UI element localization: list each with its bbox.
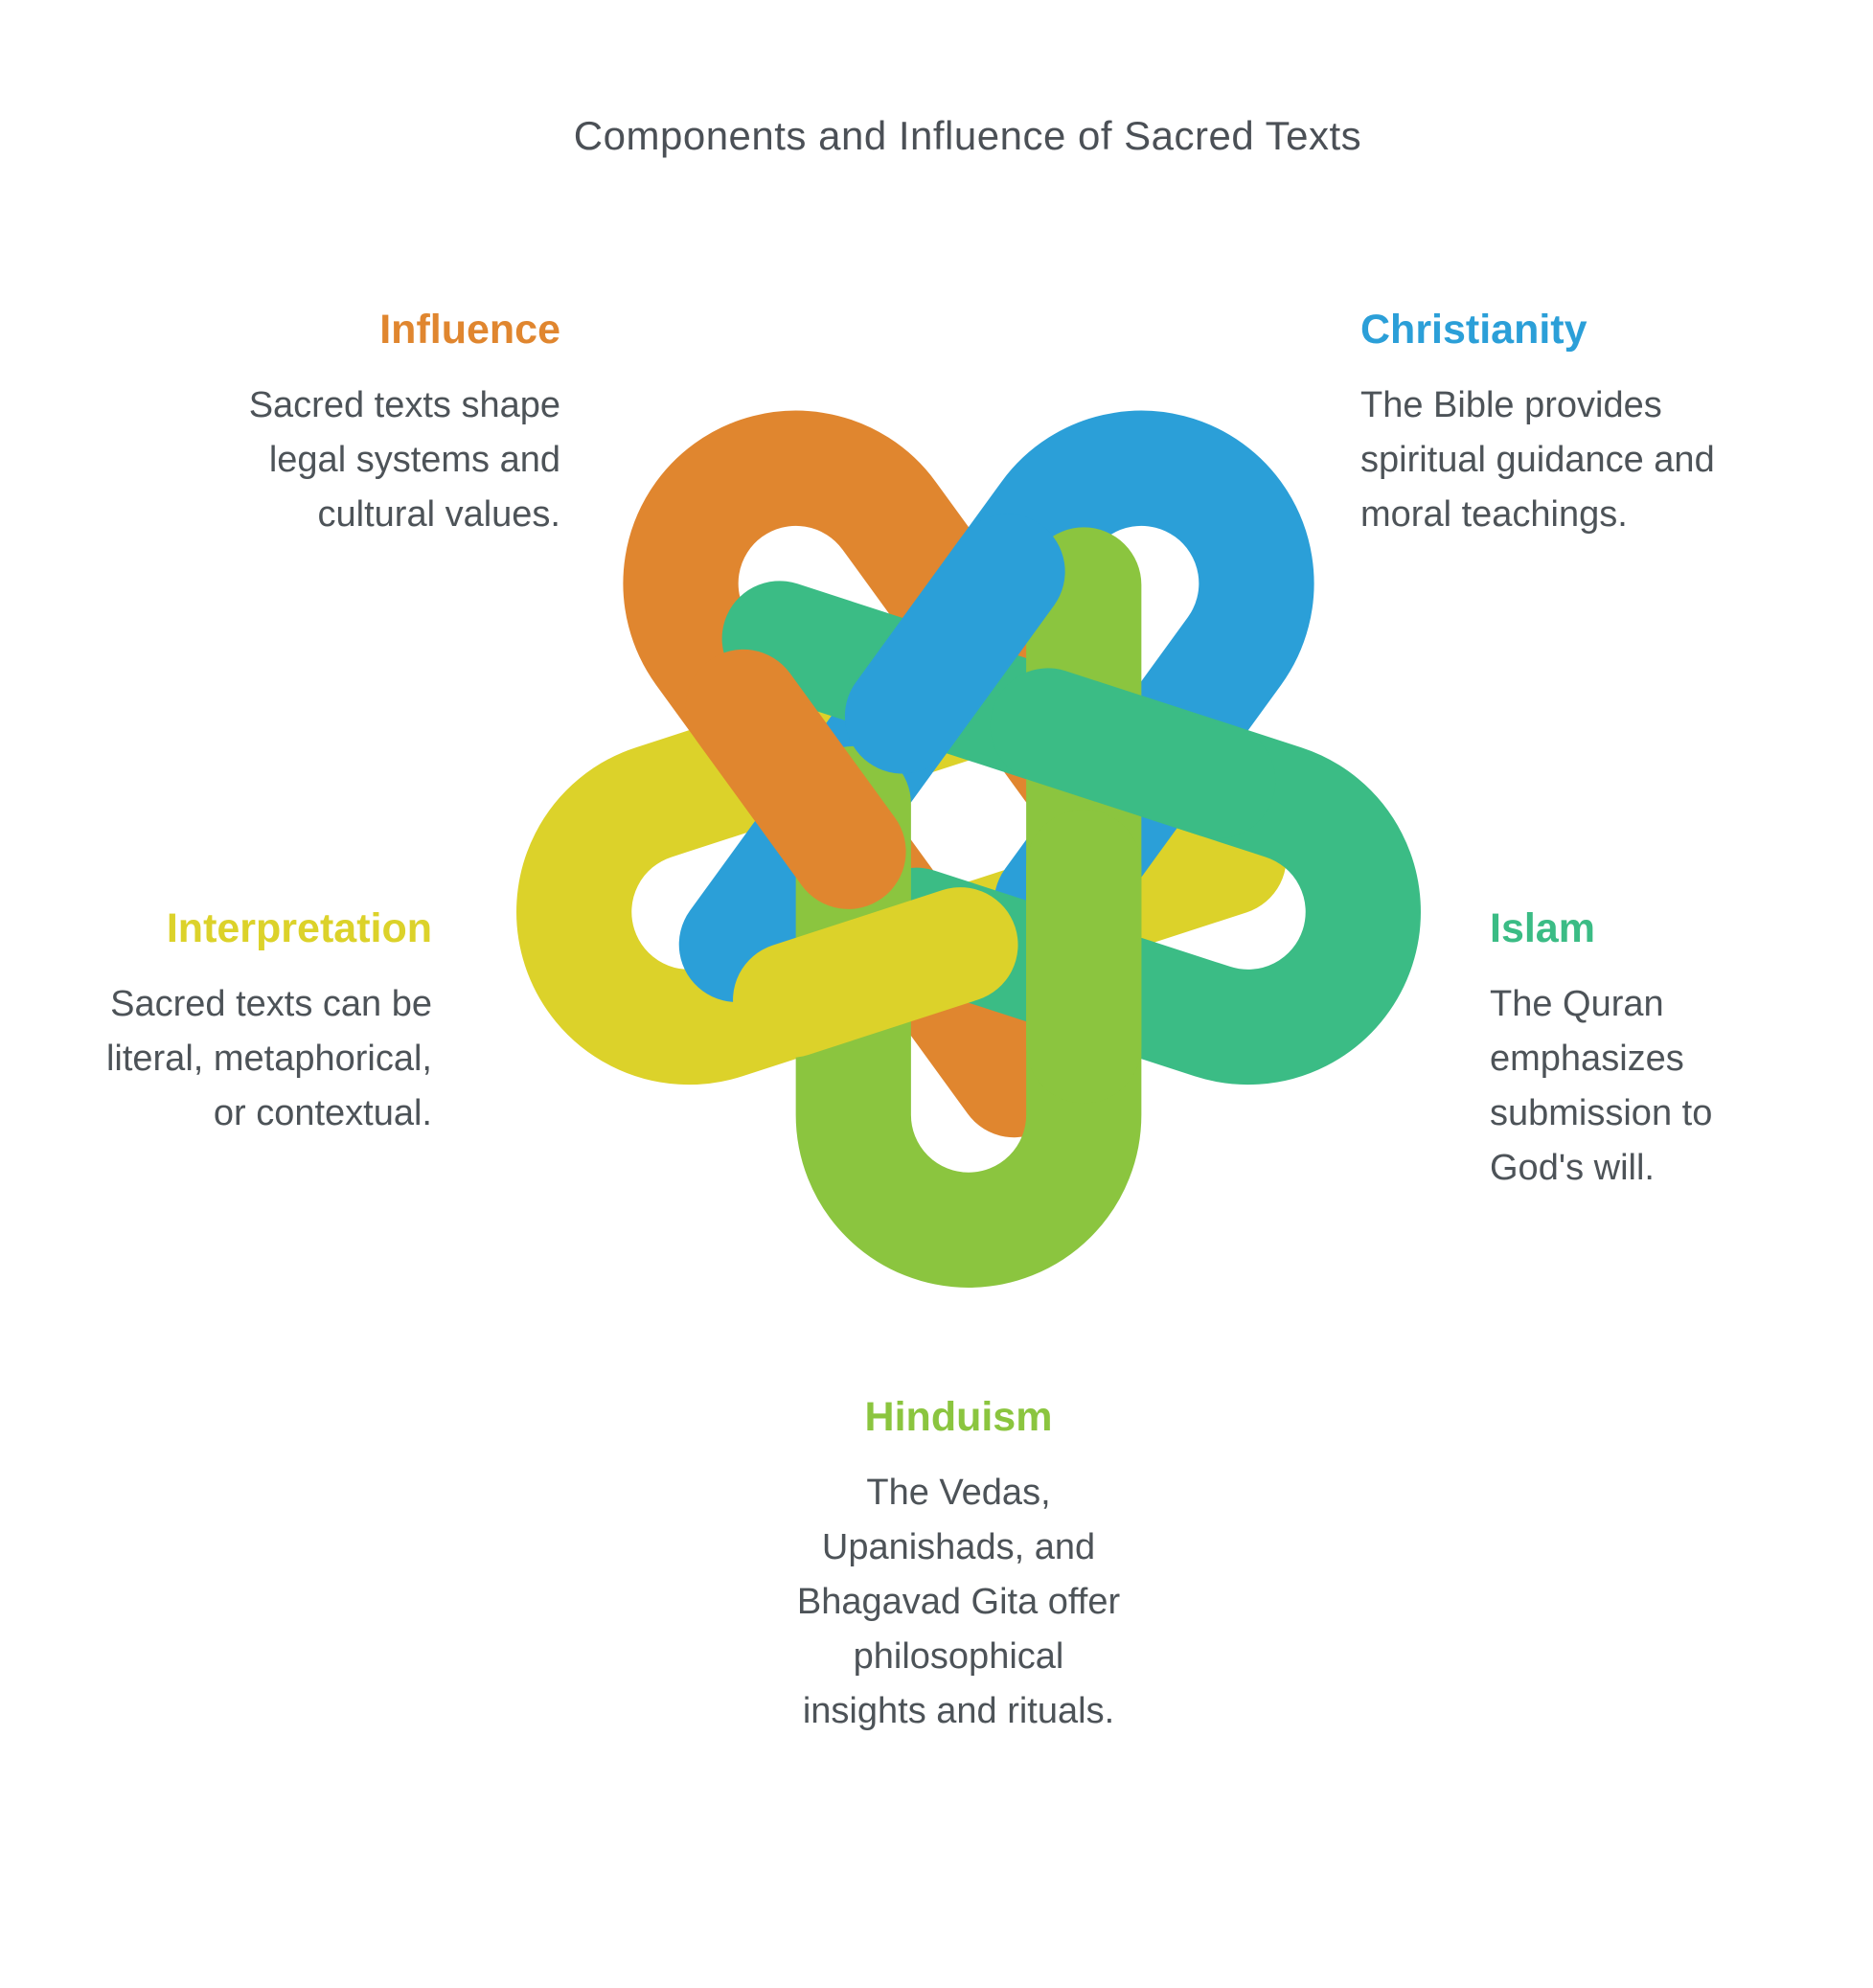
islam-text: The Quran emphasizes submission to God's…: [1490, 984, 1713, 1189]
interpretation-heading: Interpretation: [166, 905, 432, 951]
knot-loop-influence: [623, 410, 1130, 1138]
interpretation-section: Interpretation Sacred texts can be liter…: [102, 905, 432, 1141]
christianity-section: Christianity The Bible provides spiritua…: [1360, 307, 1772, 542]
knot-loop-hinduism: [795, 527, 1142, 1288]
knot-weave-patch-islam: [990, 668, 1276, 839]
influence-text: Sacred texts shape legal systems and cul…: [248, 385, 560, 536]
interpretation-text: Sacred texts can be literal, metaphorica…: [105, 984, 432, 1134]
christianity-heading: Christianity: [1360, 307, 1587, 353]
islam-heading: Islam: [1490, 905, 1595, 951]
hinduism-section: Hinduism The Vedas, Upanishads, and Bhag…: [793, 1394, 1124, 1739]
knot-weave-patch-interpretation: [733, 887, 1018, 1058]
page-title: Components and Influence of Sacred Texts: [573, 113, 1362, 158]
knot-loop-christianity: [678, 410, 1314, 1002]
hinduism-text: The Vedas, Upanishads, and Bhagavad Gita…: [796, 1473, 1121, 1732]
hinduism-heading: Hinduism: [864, 1394, 1053, 1440]
christianity-text: The Bible provides spiritual guidance an…: [1360, 385, 1715, 536]
influence-heading: Influence: [379, 307, 560, 353]
knot-weave-patch-christianity: [844, 514, 1065, 774]
knot-loop-interpretation: [516, 648, 1287, 1085]
influence-section: Influence Sacred texts shape legal syste…: [216, 307, 560, 542]
knot-loop-islam: [721, 581, 1421, 1085]
islam-section: Islam The Quran emphasizes submission to…: [1490, 905, 1806, 1196]
knot-weave-patch-influence: [685, 649, 906, 909]
interlocking-star-knot: [516, 410, 1421, 1288]
